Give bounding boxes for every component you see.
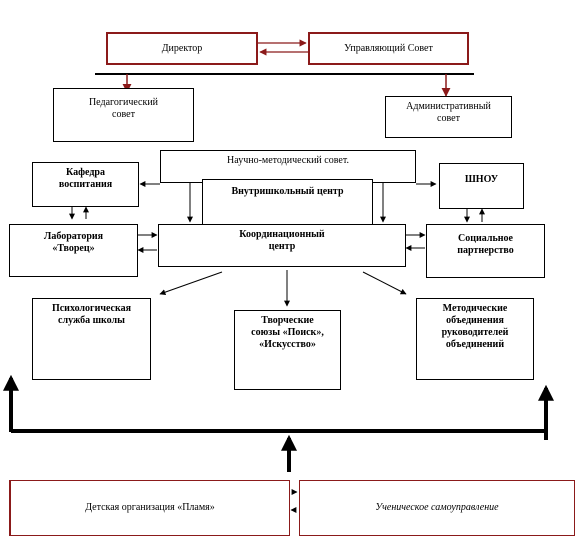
administrative-council-label: Административный совет: [406, 101, 491, 124]
creative-unions-label: Творческие союзы «Поиск», «Искусство»: [251, 315, 324, 350]
student-government-label: Ученическое самоуправление: [375, 502, 499, 513]
psychological-service-label: Психологическая служба школы: [51, 303, 132, 326]
scientific-council-box: Научно-методический совет.: [160, 150, 416, 183]
laboratory-label: Лаборатория «Творец»: [43, 231, 104, 254]
pedagogical-council-box: Педагогический совет: [53, 88, 194, 142]
coord-to-methodical: [362, 271, 407, 295]
laboratory-box: Лаборатория «Творец»: [9, 224, 138, 277]
pedagogical-council-label: Педагогический совет: [88, 97, 159, 120]
student-government-box: Ученическое самоуправление: [299, 480, 575, 536]
administrative-council-box: Административный совет: [385, 96, 512, 138]
governing-council-box: Управляющий Совет: [308, 32, 469, 65]
coord-to-psych: [159, 271, 223, 296]
social-partnership-label: Социальное партнерство: [457, 233, 514, 256]
coordination-center-label: Координационный центр: [239, 229, 325, 252]
director-box: Директор: [106, 32, 258, 65]
governing-council-label: Управляющий Совет: [344, 43, 433, 54]
creative-unions-box: Творческие союзы «Поиск», «Искусство»: [234, 310, 341, 390]
scientific-council-label: Научно-методический совет.: [227, 155, 349, 166]
coordination-center-box: Координационный центр: [158, 224, 406, 267]
intraschool-center-label: Внутришкольный центр: [231, 186, 344, 197]
children-organization-label: Детская организация «Пламя»: [85, 502, 215, 513]
shnou-label: ШНОУ: [464, 174, 499, 185]
social-partnership-box: Социальное партнерство: [426, 224, 545, 278]
intraschool-center-box: Внутришкольный центр: [202, 179, 373, 228]
education-chair-label: Кафедра воспитания: [58, 167, 113, 190]
methodical-associations-box: Методические объединения руководителей о…: [416, 298, 534, 380]
methodical-associations-label: Методические объединения руководителей о…: [441, 303, 509, 350]
psychological-service-box: Психологическая служба школы: [32, 298, 151, 380]
education-chair-box: Кафедра воспитания: [32, 162, 139, 207]
children-organization-box: Детская организация «Пламя»: [9, 480, 290, 536]
shnou-box: ШНОУ: [439, 163, 524, 209]
director-label: Директор: [161, 43, 203, 54]
